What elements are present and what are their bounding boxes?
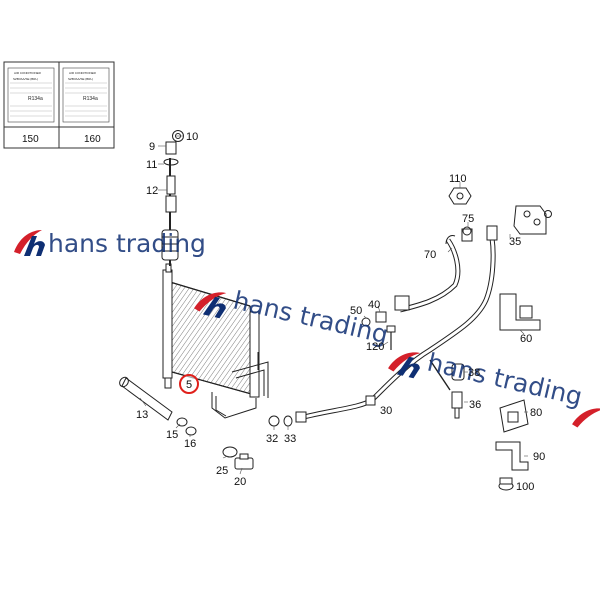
callout-9: 9 [149, 141, 155, 153]
callout-12: 12 [146, 185, 158, 197]
callout-40: 40 [368, 299, 380, 311]
nut-part-40 [375, 311, 387, 323]
fitting-part-33 [283, 415, 293, 427]
callout-5: 5 [186, 379, 192, 391]
oring-part-11 [163, 158, 179, 166]
bolt-part-100 [498, 477, 514, 491]
watermark-logo-icon [194, 292, 227, 319]
valve-part-9 [165, 141, 177, 155]
callout-16: 16 [184, 438, 196, 450]
cap-part-15 [176, 417, 188, 427]
callout-30: 30 [380, 405, 392, 417]
callout-33: 33 [284, 433, 296, 445]
nut-part-110 [448, 187, 472, 205]
callout-11: 11 [146, 159, 157, 171]
ac-hoses [295, 225, 498, 423]
callout-90: 90 [533, 451, 545, 463]
callouts: 5 9 10 11 12 13 15 16 20 25 30 32 33 35 … [136, 131, 545, 493]
bracket-part-35 [513, 205, 552, 235]
drier-cylinder [119, 376, 197, 436]
cap-part-16 [185, 426, 197, 436]
callout-60: 60 [520, 333, 532, 345]
callout-38: 38 [468, 367, 480, 379]
watermark-logo-icon [388, 352, 421, 379]
label-sticker-model: SZBVAA/SE (BRL) [68, 77, 93, 81]
callout-110: 110 [449, 173, 467, 185]
condenser [162, 263, 269, 419]
callout-35: 35 [509, 236, 521, 248]
callout-80: 80 [530, 407, 542, 419]
callout-100: 100 [516, 481, 534, 493]
callout-120: 120 [366, 341, 384, 353]
label-sticker-refrigerant: R134a [83, 96, 98, 102]
callout-10: 10 [186, 131, 198, 143]
pressure-switch [222, 446, 254, 470]
fitting-part-75 [462, 226, 472, 236]
callout-32: 32 [266, 433, 278, 445]
label-panel: AIR CONDITIONER SZBVAA/SE (BRL) R134a 15… [3, 61, 115, 149]
clip-part-60 [499, 293, 541, 331]
callout-25: 25 [216, 465, 228, 477]
highlight-circle [179, 374, 199, 394]
label-sticker-160: AIR CONDITIONER SZBVAA/SE (BRL) R134a [62, 67, 110, 123]
label-sticker-title: AIR CONDITIONER [69, 71, 97, 75]
label-sticker-refrigerant: R134a [28, 96, 43, 102]
label-sticker-150: AIR CONDITIONER SZBVAA/SE (BRL) R134a [7, 67, 55, 123]
callout-70: 70 [424, 249, 436, 261]
sensor-part-36 [451, 391, 463, 409]
watermark-logo-icon [572, 408, 600, 428]
fitting-part-32 [268, 415, 280, 427]
callout-20: 20 [234, 476, 246, 488]
sensor-parts-36-38 [429, 359, 465, 419]
label-sticker-model: SZBVAA/SE (BRL) [13, 77, 38, 81]
watermark-logo-icon [14, 230, 45, 256]
label-number-160: 160 [84, 134, 101, 145]
watermark-text: hans trading [48, 229, 206, 258]
bracket-part-90 [495, 441, 529, 471]
callout-75: 75 [462, 213, 474, 225]
callout-36: 36 [469, 399, 481, 411]
label-number-150: 150 [22, 134, 39, 145]
label-sticker-title: AIR CONDITIONER [14, 71, 42, 75]
leader-lines [139, 135, 528, 487]
watermark-text: hans trading [425, 348, 585, 412]
damper-part-80 [499, 399, 529, 433]
bolt-parts-40-50 [361, 311, 396, 350]
watermark: hans trading hans trading hans trading [14, 229, 600, 428]
switch-part-20 [234, 457, 254, 470]
callout-13: 13 [136, 409, 148, 421]
callout-15: 15 [166, 429, 178, 441]
tube-part-12 [166, 175, 176, 195]
callout-50: 50 [350, 305, 362, 317]
oring-part-25 [222, 446, 238, 458]
